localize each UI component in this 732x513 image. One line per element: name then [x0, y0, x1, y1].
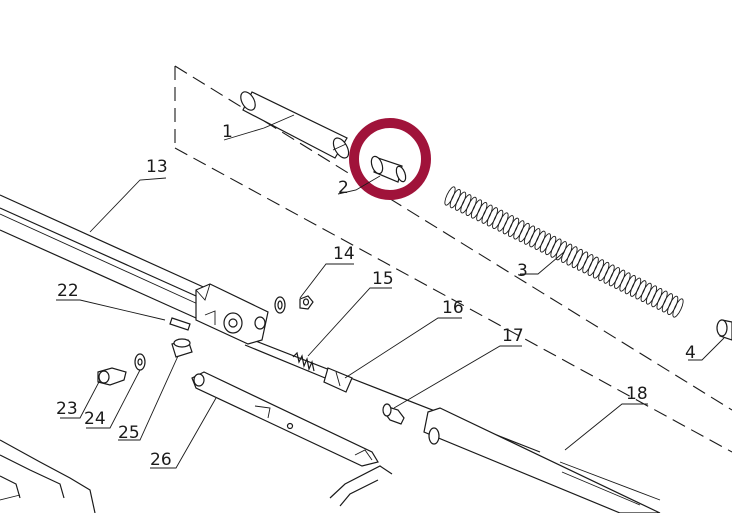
label-3: 3	[517, 261, 528, 281]
spring-coil	[577, 251, 589, 271]
spring-coil	[571, 248, 583, 269]
spring-coil	[587, 256, 599, 276]
part-4-end-cap[interactable]	[716, 319, 732, 341]
spring-coil	[476, 201, 488, 222]
spring-coil	[550, 238, 562, 258]
spring-coil	[656, 290, 668, 310]
spring-coil	[449, 188, 461, 209]
assembly-axis-lower	[174, 147, 732, 453]
spring-coil	[486, 207, 498, 227]
part-16-plunger[interactable]	[323, 367, 353, 393]
label-22: 22	[57, 281, 79, 301]
label-1: 1	[222, 122, 233, 142]
part-1-pin[interactable]	[238, 89, 352, 160]
spring-coil	[481, 204, 493, 224]
spring-coil	[518, 222, 530, 243]
part-23-bolt[interactable]	[97, 367, 127, 386]
spring-coil	[497, 212, 509, 232]
spring-coil	[492, 209, 504, 230]
spring-coil	[619, 272, 631, 292]
part-14-washer-nut[interactable]	[274, 295, 314, 314]
spring-coil	[608, 267, 620, 287]
spring-coil	[661, 293, 673, 313]
spring-coil	[513, 220, 525, 240]
spring-coil	[465, 196, 477, 217]
trigger-housing-block[interactable]	[195, 283, 269, 345]
label-13: 13	[146, 157, 168, 177]
part-17-screw[interactable]	[382, 403, 405, 425]
spring-coil	[444, 186, 456, 206]
spring-coil	[539, 233, 551, 253]
spring-coil	[508, 217, 520, 237]
label-26: 26	[150, 450, 172, 470]
spring-coil	[592, 259, 605, 279]
label-23: 23	[56, 399, 78, 419]
spring-coil	[645, 285, 658, 305]
spring-coil	[523, 225, 536, 245]
label-25: 25	[118, 423, 140, 443]
label-4: 4	[685, 343, 696, 363]
spring-coil	[582, 254, 594, 274]
spring-coil	[667, 295, 679, 316]
spring-coil	[651, 287, 663, 308]
label-24: 24	[84, 409, 106, 429]
part-22-pin[interactable]	[169, 317, 191, 331]
spring-coil	[545, 235, 557, 256]
lower-housing-fragment	[0, 439, 96, 513]
part-24-washer[interactable]	[134, 353, 146, 371]
spring-coil	[460, 194, 472, 214]
label-16: 16	[442, 298, 464, 318]
label-17: 17	[502, 326, 524, 346]
spring-coil	[470, 199, 483, 219]
part-labels: 1 2 3 4 13 14 15 16 17 18 22 23 24 25 26	[56, 122, 696, 470]
label-15: 15	[372, 269, 394, 289]
lower-housing-fragment-2	[329, 465, 393, 507]
part-18-lever[interactable]	[423, 407, 661, 513]
spring-coil	[635, 280, 647, 300]
spring-coil	[630, 277, 642, 297]
label-14: 14	[333, 244, 355, 264]
highlight-circle-icon	[349, 118, 431, 200]
spring-coil	[624, 274, 636, 295]
part-26-linkage-bar[interactable]	[191, 371, 379, 467]
spring-coil	[529, 228, 541, 248]
label-18: 18	[626, 384, 648, 404]
part-3-spring[interactable]	[443, 186, 685, 319]
spring-coil	[502, 215, 514, 235]
part-15-small-spring[interactable]	[292, 351, 315, 372]
spring-coil	[534, 230, 546, 250]
leader-lines	[56, 114, 725, 469]
part-25-bushing[interactable]	[171, 338, 193, 358]
spring-coil	[598, 261, 610, 282]
label-2: 2	[338, 178, 349, 198]
spring-coil	[672, 298, 684, 318]
spring-coil	[603, 264, 615, 284]
spring-coil	[455, 191, 467, 211]
spring-coil	[640, 282, 652, 303]
part-13-rail[interactable]	[0, 194, 541, 453]
part-2-small-pin[interactable]	[369, 155, 407, 183]
spring-coil	[566, 246, 578, 266]
spring-coil	[614, 269, 626, 289]
